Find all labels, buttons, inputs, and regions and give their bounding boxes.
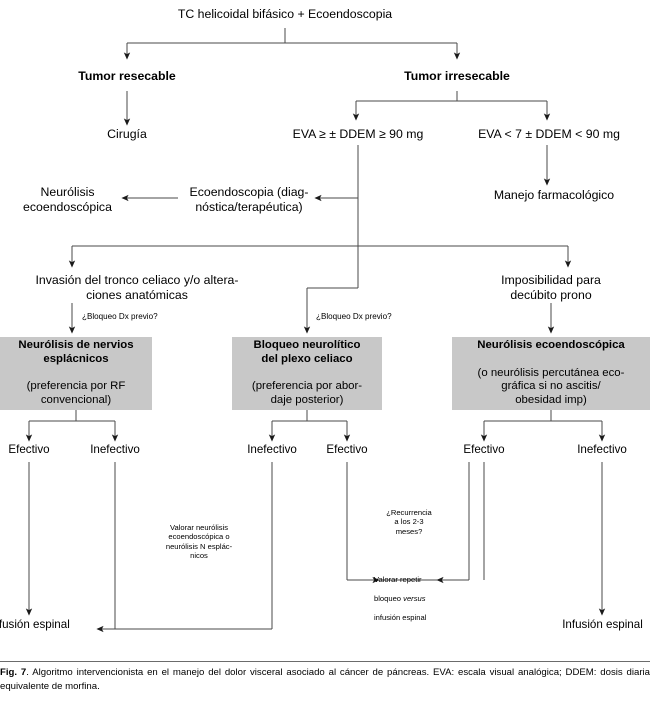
- figure-caption: Fig. 7. Algoritmo intervencionista en el…: [0, 666, 650, 694]
- node-tumor-irresecable: Tumor irresecable: [404, 69, 510, 83]
- node-invasion-tronco-celiaco: Invasión del tronco celiaco y/o altera- …: [35, 273, 239, 302]
- box-left-subtitle: (preferencia por RF convencional): [26, 380, 126, 407]
- outcome-right-inefectivo: Inefectivo: [577, 443, 627, 456]
- label-bloqueo-dx-previo-mid: ¿Bloqueo Dx previo?: [316, 312, 392, 321]
- label-bloqueo-dx-previo-left: ¿Bloqueo Dx previo?: [82, 312, 158, 321]
- node-ecoendoscopia-diagnostica: Ecoendoscopia (diag- nóstica/terapéutica…: [189, 185, 309, 214]
- figure-caption-text: . Algoritmo intervencionista en el manej…: [0, 667, 650, 692]
- outcome-mid-inefectivo: Inefectivo: [247, 443, 297, 456]
- outcome-left-inefectivo: Inefectivo: [90, 443, 140, 456]
- box-mid-subtitle: (preferencia por abor- daje posterior): [251, 380, 363, 407]
- outcome-left-efectivo: Efectivo: [8, 443, 50, 456]
- note-valorar-neurolisis: Valorar neurólisis ecoendoscópica o neur…: [165, 523, 233, 561]
- box-bloqueo-neurolitico-plexo-celiaco: Bloqueo neurolítico del plexo celiaco (p…: [232, 337, 382, 410]
- caption-divider: [0, 661, 650, 662]
- terminal-infusion-espinal-left: Infusión espinal: [0, 618, 70, 631]
- note-valorar-repetir-bloqueo: Valorar repetir bloqueo versus infusión …: [374, 566, 446, 632]
- node-imposibilidad-decubito-prono: Imposibilidad para decúbito prono: [501, 273, 601, 302]
- node-tumor-resecable: Tumor resecable: [78, 69, 176, 83]
- outcome-right-efectivo: Efectivo: [463, 443, 505, 456]
- outcome-mid-efectivo: Efectivo: [326, 443, 368, 456]
- note-line-2-emphasis: versus: [403, 594, 426, 604]
- note-line-2: bloqueo versus: [374, 594, 446, 603]
- note-line-1: Valorar repetir: [374, 575, 422, 585]
- note-line-3: infusión espinal: [374, 613, 427, 623]
- node-root: TC helicoidal bifásico + Ecoendoscopia: [177, 7, 393, 21]
- box-right-subtitle: (o neurólisis percutánea eco- gráfica si…: [477, 366, 625, 407]
- node-eva-low: EVA < 7 ± DDEM < 90 mg: [478, 127, 620, 141]
- box-neurolisis-nervios-esplacnicos: Neurólisis de nervios esplácnicos (prefe…: [0, 337, 152, 410]
- flowchart-connectors: [25, 28, 606, 633]
- node-cirugia: Cirugía: [107, 127, 147, 141]
- note-line-2-text: bloqueo: [374, 594, 404, 604]
- box-neurolisis-ecoendoscopica: Neurólisis ecoendoscópica (o neurólisis …: [452, 337, 650, 410]
- node-eva-high: EVA ≥ ± DDEM ≥ 90 mg: [292, 127, 424, 141]
- node-neurolisis-ecoendoscopica: Neurólisis ecoendoscópica: [23, 185, 112, 214]
- terminal-infusion-espinal-right: Infusión espinal: [562, 618, 643, 631]
- node-manejo-farmacologico: Manejo farmacológico: [493, 188, 615, 202]
- flowchart-diagram: TC helicoidal bifásico + Ecoendoscopia T…: [0, 7, 650, 633]
- box-right-title: Neurólisis ecoendoscópica: [477, 339, 625, 352]
- figure-number: Fig. 7: [0, 667, 27, 678]
- box-mid-title: Bloqueo neurolítico del plexo celiaco: [253, 339, 361, 365]
- note-recurrencia: ¿Recurrencia a los 2-3 meses?: [386, 508, 432, 536]
- box-left-title: Neurólisis de nervios esplácnicos: [18, 339, 134, 365]
